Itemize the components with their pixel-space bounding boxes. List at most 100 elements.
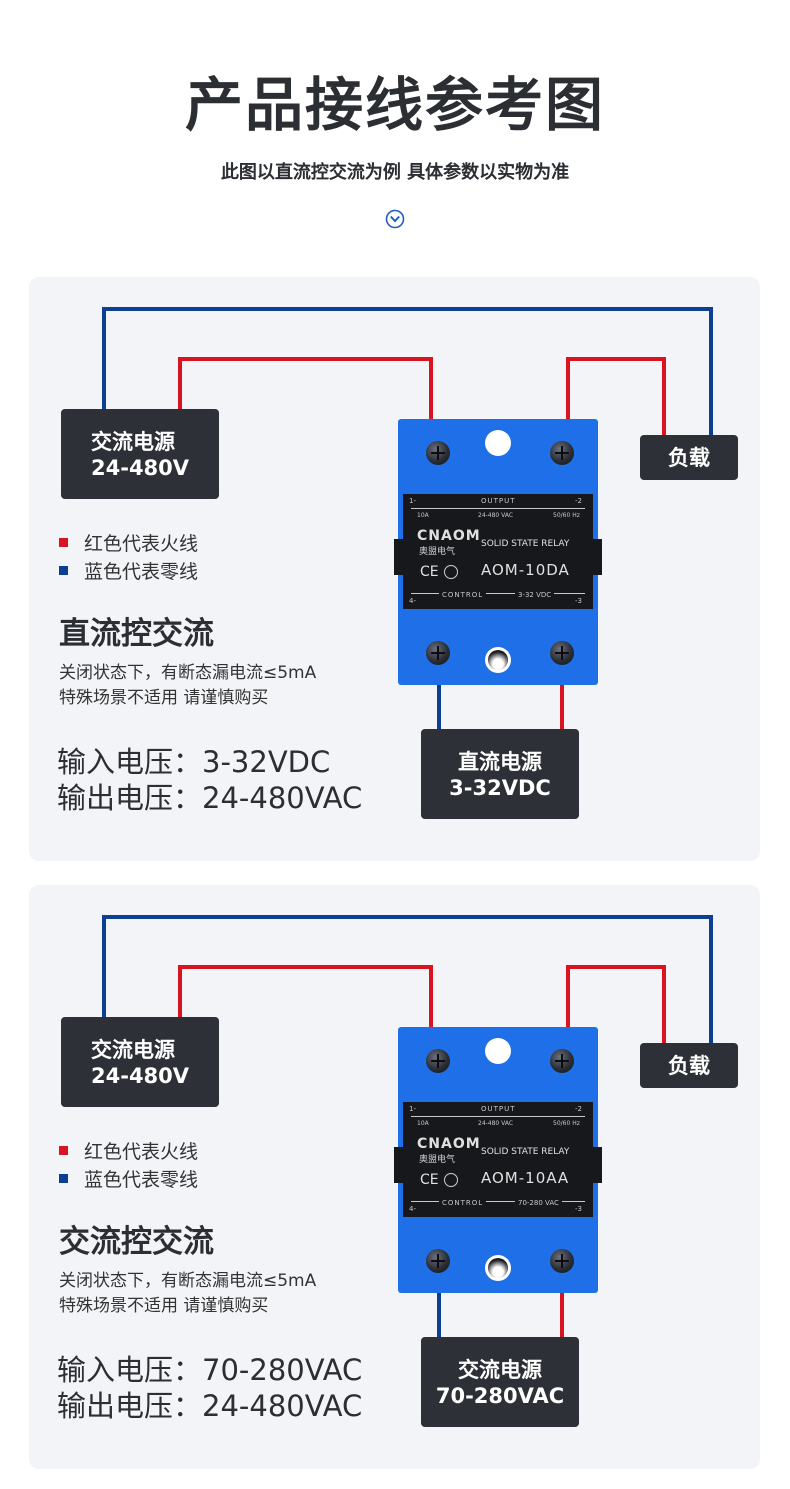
terminal-3-screw-icon xyxy=(550,1249,574,1273)
current-label: 10A xyxy=(417,1120,429,1127)
legend-blue-text: 蓝色代表零线 xyxy=(84,1169,199,1191)
live-wire-source xyxy=(178,965,433,1045)
ac-source-value: 24-480V xyxy=(91,1064,190,1088)
legend-red: 红色代表火线 xyxy=(59,1137,198,1164)
terminal-2-screw-icon xyxy=(550,441,574,465)
legend-red: 红色代表火线 xyxy=(59,529,198,556)
brand-cn: 奥盟电气 xyxy=(419,1155,456,1165)
control-line xyxy=(411,593,585,594)
note-line-2: 特殊场景不适用 请谨慎购买 xyxy=(59,1296,269,1316)
relay-label-plate: 1- OUTPUT -2 10A 24-480 VAC 50/60 Hz CNA… xyxy=(403,494,593,609)
terminal-1-screw-icon xyxy=(426,1049,450,1073)
relay-type: SOLID STATE RELAY xyxy=(481,539,570,549)
output-range-label: 24-480 VAC xyxy=(478,512,514,519)
control-source-value: 3-32VDC xyxy=(449,776,551,800)
ac-source-label: 交流电源 xyxy=(91,1038,175,1062)
control-label: CONTROL xyxy=(439,591,487,599)
relay-left-tab xyxy=(394,539,404,575)
control-label: CONTROL xyxy=(439,1199,487,1207)
ac-source-box: 交流电源 24-480V xyxy=(61,409,219,499)
terminal-3-label: -3 xyxy=(575,597,582,605)
solid-state-relay: 1- OUTPUT -2 10A 24-480 VAC 50/60 Hz CNA… xyxy=(394,1027,602,1293)
load-box: 负载 xyxy=(640,435,738,480)
relay-model: AOM-10DA xyxy=(481,561,570,579)
terminal-4-label: 4- xyxy=(409,597,416,605)
terminal-3-screw-icon xyxy=(550,641,574,665)
output-label: OUTPUT xyxy=(481,1105,516,1113)
blue-square-icon xyxy=(59,566,68,575)
neutral-wire-top xyxy=(102,307,713,435)
note-line-1: 关闭状态下，有断态漏电流≤5mA xyxy=(59,1271,317,1291)
current-label: 10A xyxy=(417,512,429,519)
blue-square-icon xyxy=(59,1174,68,1183)
control-source-value: 70-280VAC xyxy=(435,1384,565,1408)
load-label: 负载 xyxy=(668,1054,710,1078)
terminal-1-screw-icon xyxy=(426,441,450,465)
terminal-1-label: 1- xyxy=(409,497,416,505)
terminal-4-screw-icon xyxy=(426,1249,450,1273)
ce-cert-icon: CE xyxy=(420,564,439,580)
control-range-label: 70-280 VAC xyxy=(515,1199,562,1207)
relay-type: SOLID STATE RELAY xyxy=(481,1147,570,1157)
red-square-icon xyxy=(59,1146,68,1155)
wiring-lines xyxy=(102,915,713,1337)
mode-title: 交流控交流 xyxy=(59,1224,214,1260)
output-line xyxy=(411,1116,585,1117)
mode-title: 直流控交流 xyxy=(59,616,214,652)
control-range-label: 3-32 VDC xyxy=(515,591,555,599)
terminal-3-label: -3 xyxy=(575,1205,582,1213)
relay-label-plate: 1- OUTPUT -2 10A 24-480 VAC 50/60 Hz CNA… xyxy=(403,1102,593,1217)
solid-state-relay: 1- OUTPUT -2 10A 24-480 VAC 50/60 Hz CNA… xyxy=(394,419,602,685)
relay-left-tab xyxy=(394,1147,404,1183)
brand-logo: CNAOM xyxy=(417,528,481,544)
terminal-4-screw-icon xyxy=(426,641,450,665)
live-wire-load xyxy=(566,357,666,437)
live-wire-load xyxy=(566,965,666,1045)
page-subtitle: 此图以直流控交流为例 具体参数以实物为准 xyxy=(220,162,570,183)
brand-logo: CNAOM xyxy=(417,1136,481,1152)
legend-blue: 蓝色代表零线 xyxy=(59,1165,198,1192)
note-line-2: 特殊场景不适用 请谨慎购买 xyxy=(59,688,269,708)
neutral-wire-top xyxy=(102,915,713,1043)
brand-cn: 奥盟电气 xyxy=(419,547,456,557)
control-source-box: 直流电源 3-32VDC xyxy=(421,729,579,819)
ce-cert-icon: CE xyxy=(420,1172,439,1188)
load-box: 负载 xyxy=(640,1043,738,1088)
output-range-label: 24-480 VAC xyxy=(478,1120,514,1127)
legend-blue-text: 蓝色代表零线 xyxy=(84,561,199,583)
control-source-box: 交流电源 70-280VAC xyxy=(421,1337,579,1427)
mounting-hole-bottom xyxy=(485,647,511,673)
chevron-down-icon[interactable] xyxy=(385,209,405,229)
terminal-2-label: -2 xyxy=(575,1105,582,1113)
output-label: OUTPUT xyxy=(481,497,516,505)
control-source-label: 直流电源 xyxy=(458,750,542,774)
live-wire-source xyxy=(178,357,433,437)
terminal-2-label: -2 xyxy=(575,497,582,505)
wiring-panel-dc-ac: 交流电源 24-480V 负载 直流电源 3-32VDC 红色代表火线 蓝色代表… xyxy=(29,277,760,861)
mounting-hole-bottom xyxy=(485,1255,511,1281)
terminal-1-label: 1- xyxy=(409,1105,416,1113)
ac-source-value: 24-480V xyxy=(91,456,190,480)
note-line-1: 关闭状态下，有断态漏电流≤5mA xyxy=(59,663,317,683)
control-source-label: 交流电源 xyxy=(458,1358,542,1382)
red-square-icon xyxy=(59,538,68,547)
spec-output: 输出电压：24-480VAC xyxy=(57,1389,363,1423)
relay-right-tab xyxy=(592,1147,602,1183)
spec-input: 输入电压：70-280VAC xyxy=(57,1353,363,1387)
terminal-2-screw-icon xyxy=(550,1049,574,1073)
legend-red-text: 红色代表火线 xyxy=(84,1141,199,1163)
control-line xyxy=(411,1201,585,1202)
ccc-cert-icon xyxy=(444,565,458,579)
spec-output: 输出电压：24-480VAC xyxy=(57,781,363,815)
relay-model: AOM-10AA xyxy=(481,1169,570,1187)
output-line xyxy=(411,508,585,509)
frequency-label: 50/60 Hz xyxy=(553,512,580,519)
frequency-label: 50/60 Hz xyxy=(553,1120,580,1127)
ac-source-label: 交流电源 xyxy=(91,430,175,454)
legend-blue: 蓝色代表零线 xyxy=(59,557,198,584)
mounting-hole-top xyxy=(485,430,511,456)
mounting-hole-top xyxy=(485,1038,511,1064)
load-label: 负载 xyxy=(668,446,710,470)
wiring-panel-ac-ac: 交流电源 24-480V 负载 交流电源 70-280VAC 红色代表火线 蓝色… xyxy=(29,885,760,1469)
page-title: 产品接线参考图 xyxy=(184,71,605,139)
